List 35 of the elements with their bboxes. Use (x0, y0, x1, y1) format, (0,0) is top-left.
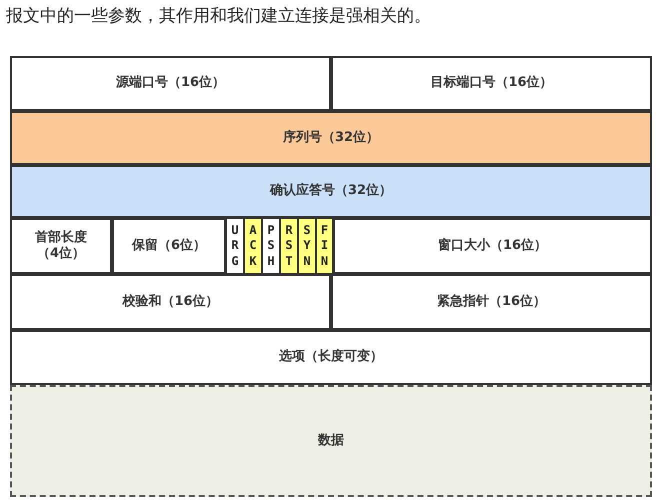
flag-label: ACK (248, 222, 258, 270)
header-field (333, 218, 652, 274)
field-label: 数据 (318, 432, 344, 450)
header-field (10, 111, 652, 165)
field-label: 源端口号（16位） (116, 75, 226, 92)
header-field (331, 56, 652, 111)
field-label: 选项（长度可变） (279, 349, 383, 366)
flag-bit-field (298, 218, 316, 274)
intro-text: 报文中的一些参数，其作用和我们建立连接是强相关的。 (6, 5, 431, 28)
flag-label: FIN (320, 222, 330, 270)
flag-bit-field (262, 218, 280, 274)
header-field (10, 274, 331, 330)
field-label: 目标端口号（16位） (430, 75, 553, 92)
data-field (10, 385, 652, 497)
flag-label: PSH (266, 222, 276, 270)
header-field (10, 56, 331, 111)
header-field (331, 274, 652, 330)
flag-bit-field (226, 218, 244, 274)
header-field (112, 218, 226, 274)
flag-bit-field (280, 218, 298, 274)
field-label: 首部长度（4位） (34, 230, 88, 262)
flag-label: URG (230, 222, 240, 270)
header-field (10, 165, 652, 218)
field-label: 保留（6位） (132, 238, 206, 254)
flag-label: RST (284, 222, 294, 270)
field-label: 序列号（32位） (282, 130, 380, 146)
flag-bit-field (316, 218, 333, 274)
field-label: 窗口大小（16位） (438, 238, 548, 254)
field-label: 紧急指针（16位） (436, 294, 546, 310)
header-field (10, 218, 112, 274)
field-label: 校验和（16位） (122, 294, 219, 310)
header-field (10, 330, 652, 385)
flag-bit-field (244, 218, 262, 274)
field-label: 确认应答号（32位） (270, 183, 392, 200)
flag-label: SYN (302, 222, 312, 270)
